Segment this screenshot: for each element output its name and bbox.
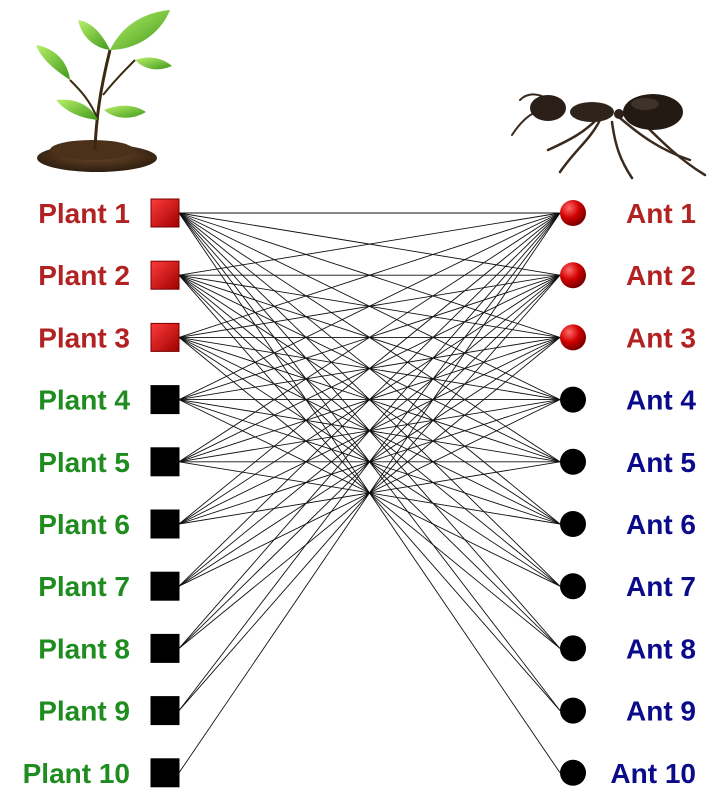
edge-plant9-ant1 xyxy=(178,212,561,711)
ant-label-3: Ant 3 xyxy=(626,322,696,353)
ant-node-10 xyxy=(560,759,586,786)
plant-node-6 xyxy=(150,509,180,539)
plant-seedling-icon xyxy=(36,10,172,172)
ant-node-2 xyxy=(560,262,586,289)
ant-label-6: Ant 6 xyxy=(626,509,696,540)
ant-label-2: Ant 2 xyxy=(626,260,696,291)
plant-label-4: Plant 4 xyxy=(38,385,130,416)
ant-label-9: Ant 9 xyxy=(626,696,696,727)
plant-label-3: Plant 3 xyxy=(38,322,130,353)
plant-label-6: Plant 6 xyxy=(38,509,130,540)
plant-nodes: Plant 1 Plant 2 Plant 3 Plant 4 Plant 5 Plant… xyxy=(23,198,180,789)
ant-label-4: Ant 4 xyxy=(626,385,696,416)
ant-node-5 xyxy=(560,448,586,475)
ant-nodes: Ant 1 Ant 2 Ant 3 Ant 4 Ant 5 Ant 6 Ant 7 Ant 8… xyxy=(560,198,696,789)
ant-node-3 xyxy=(560,324,586,351)
plant-label-2: Plant 2 xyxy=(38,260,130,291)
edge-plant5-ant1 xyxy=(178,212,561,463)
plant-node-1 xyxy=(150,198,180,228)
plant-node-9 xyxy=(150,696,180,726)
plant-label-10: Plant 10 xyxy=(23,758,130,789)
interaction-edges xyxy=(178,212,561,774)
plant-node-4 xyxy=(150,385,180,415)
plant-label-7: Plant 7 xyxy=(38,571,130,602)
ant-icon xyxy=(511,93,707,180)
ant-node-9 xyxy=(560,697,586,724)
plant-node-10 xyxy=(150,758,180,788)
edge-plant4-ant1 xyxy=(178,212,561,401)
ant-label-5: Ant 5 xyxy=(626,447,696,478)
ant-node-4 xyxy=(560,386,586,413)
ant-label-7: Ant 7 xyxy=(626,571,696,602)
plant-node-2 xyxy=(150,260,180,290)
ant-label-8: Ant 8 xyxy=(626,633,696,664)
ant-node-6 xyxy=(560,511,586,537)
plant-node-7 xyxy=(150,571,180,601)
ant-node-1 xyxy=(560,200,586,226)
plant-label-9: Plant 9 xyxy=(38,696,130,727)
ant-node-8 xyxy=(560,635,586,662)
edge-plant2-ant1 xyxy=(178,212,561,276)
ant-label-1: Ant 1 xyxy=(626,198,696,229)
ant-node-7 xyxy=(560,573,586,600)
plant-node-5 xyxy=(150,447,180,477)
edge-plant8-ant1 xyxy=(178,212,561,649)
ant-label-10: Ant 10 xyxy=(610,758,696,789)
plant-label-1: Plant 1 xyxy=(38,198,130,229)
edge-plant3-ant1 xyxy=(178,212,561,338)
plant-label-8: Plant 8 xyxy=(38,633,130,664)
edge-plant10-ant1 xyxy=(178,212,561,774)
edge-plant7-ant1 xyxy=(178,212,561,587)
plant-label-5: Plant 5 xyxy=(38,447,130,478)
plant-node-3 xyxy=(150,322,180,352)
plant-node-8 xyxy=(150,633,180,663)
edge-plant6-ant1 xyxy=(178,212,561,525)
